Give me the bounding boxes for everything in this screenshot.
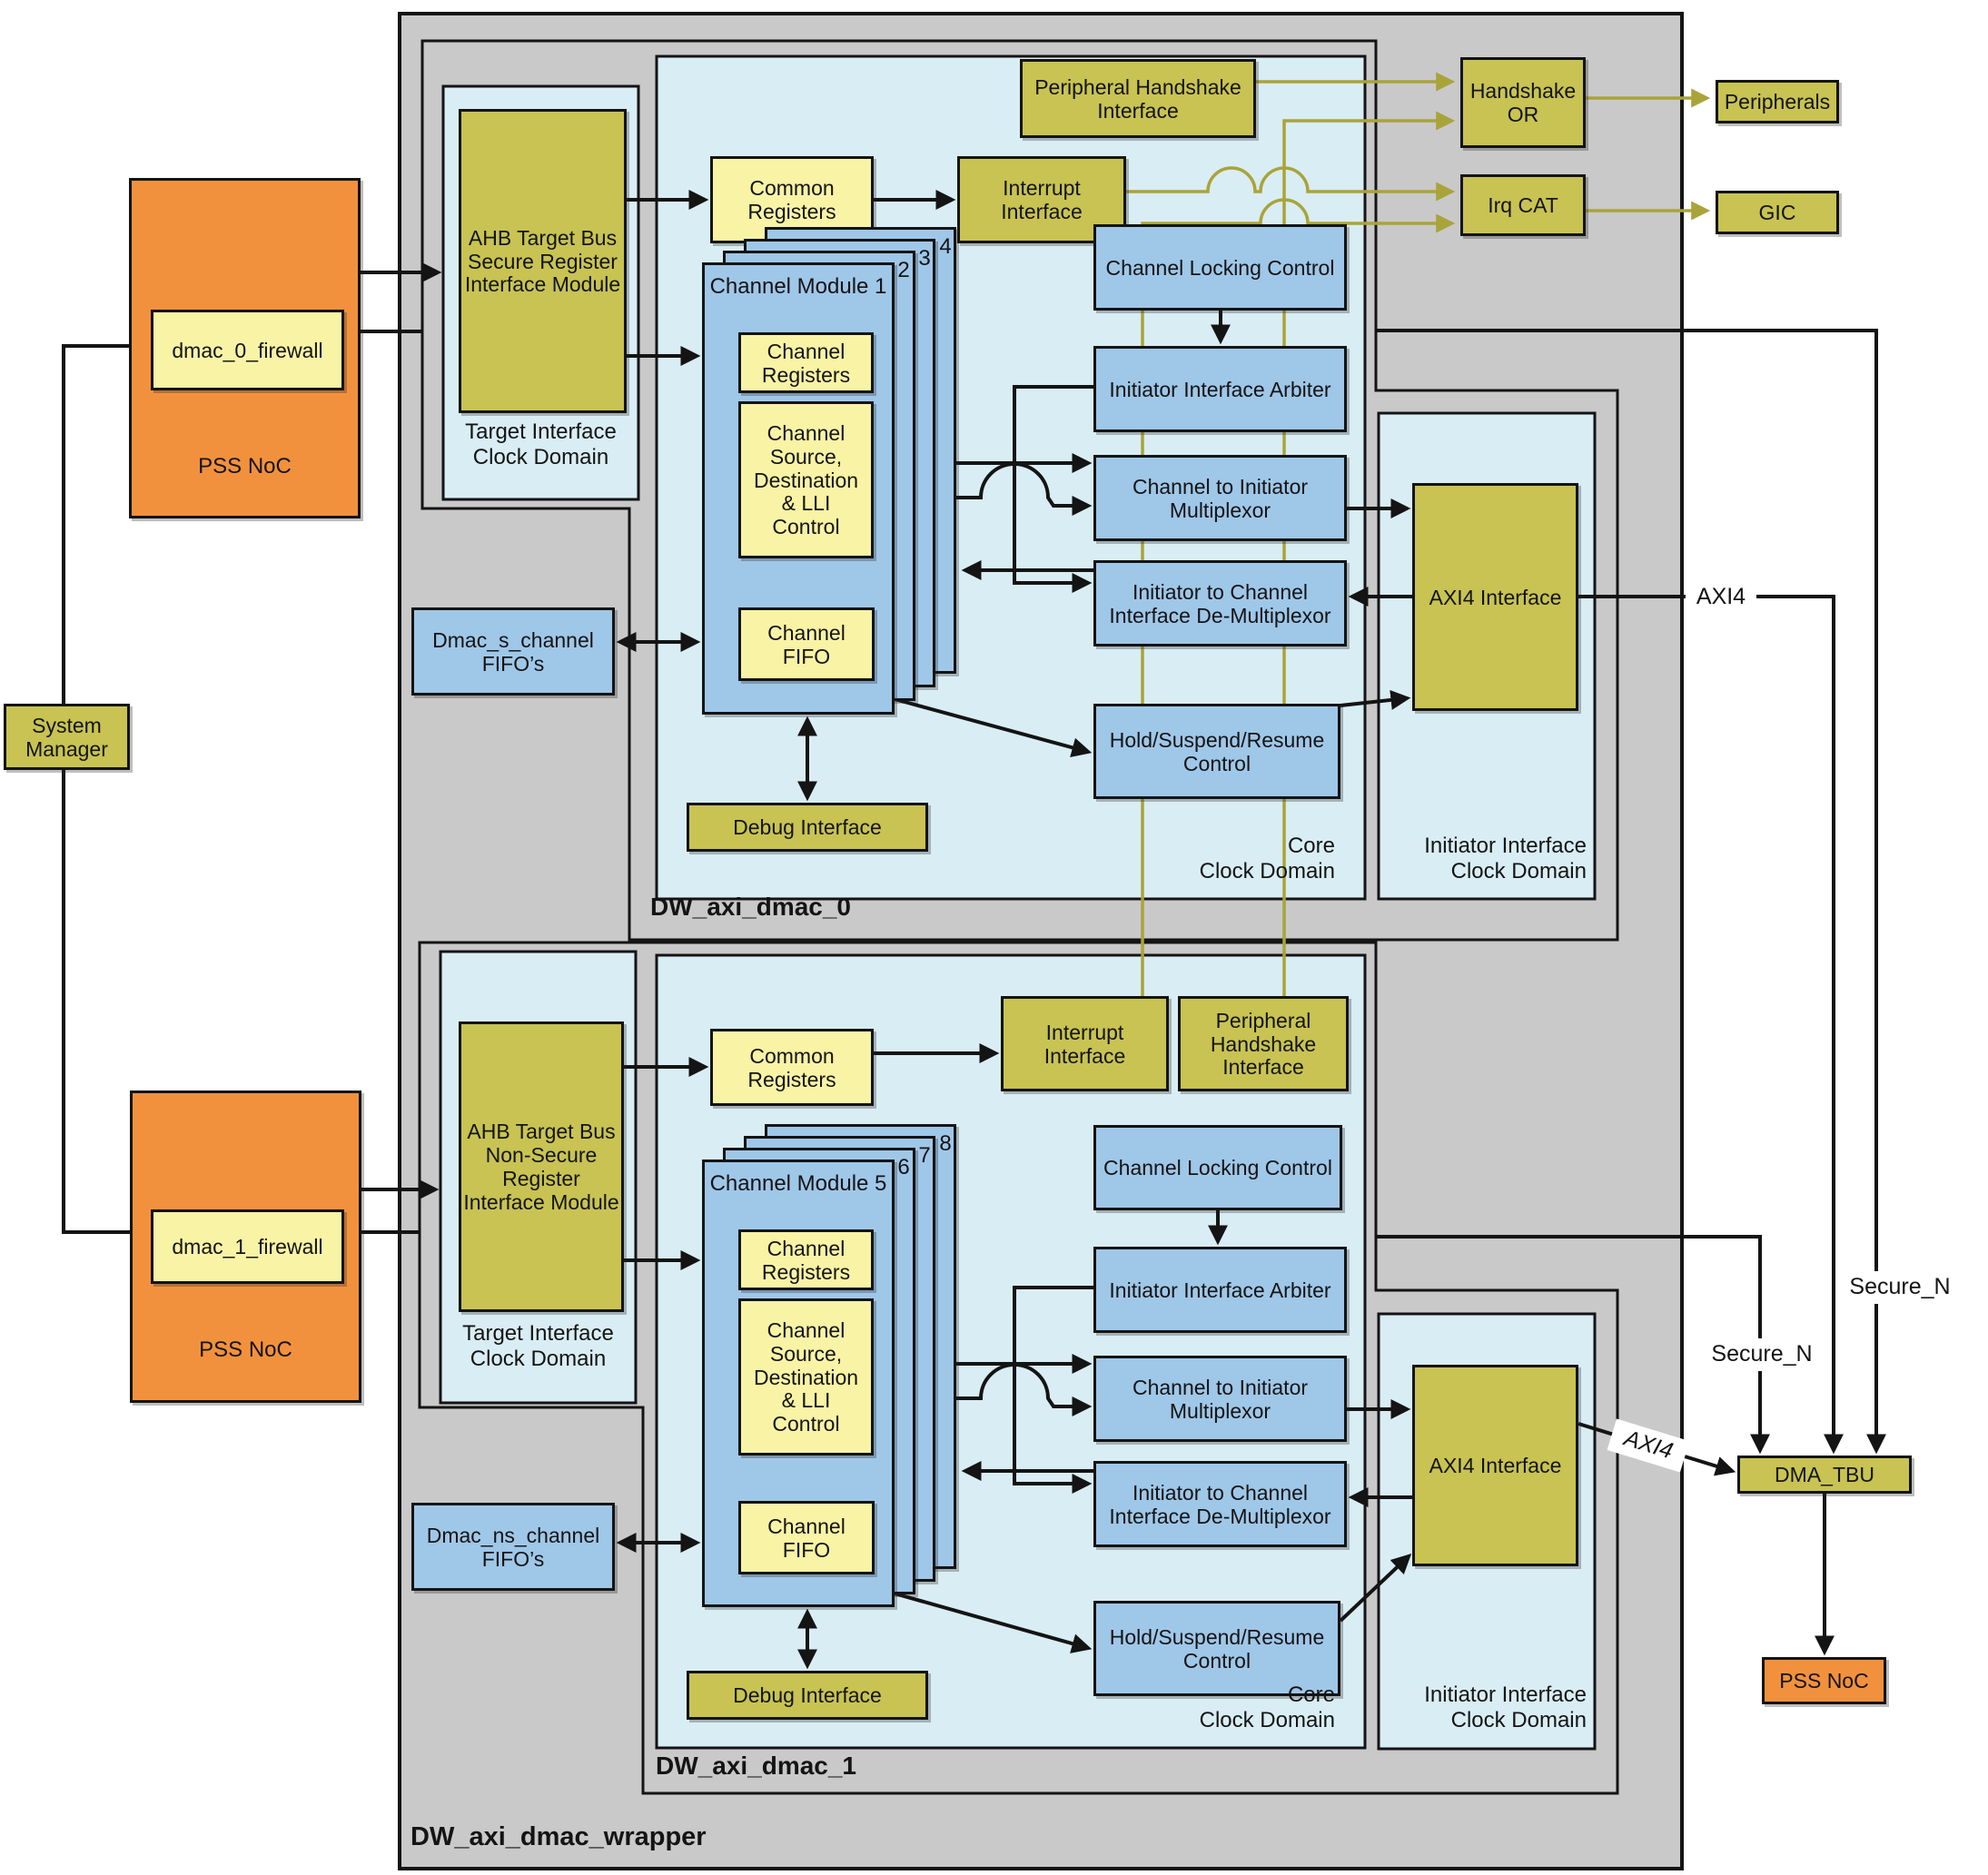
edge-stack0-to-hold0 <box>894 697 1093 757</box>
edge-secure-n-dmac1 <box>1376 1235 1770 1455</box>
edge-stack1-to-hold1 <box>894 1592 1093 1653</box>
edge-firewall-bus-system-manager <box>62 344 130 1234</box>
core-clock-domain-1 <box>655 953 1367 1750</box>
edge-arbiter1-to-demux1 <box>1013 1286 1093 1494</box>
edge-hold1-to-axi1 <box>1339 1553 1412 1623</box>
initiator-clock-domain-1 <box>1377 1312 1597 1751</box>
edge-secure-n-dmac0 <box>1376 329 1886 1455</box>
initiator-clock-domain-0 <box>1377 411 1597 901</box>
edge-stack0-to-mux0-b <box>956 462 1093 516</box>
edge-axi0-to-dma-tbu <box>1578 595 1844 1455</box>
edge-hold0-to-axi0 <box>1340 689 1411 710</box>
edge-arbiter0-to-demux0 <box>1013 385 1093 593</box>
core-clock-domain-0 <box>655 54 1367 901</box>
edge-interrupt1-to-irq-cat <box>1141 198 1456 996</box>
edge-interrupt0-to-irq-cat <box>1126 166 1456 202</box>
target-clock-domain-1 <box>439 950 638 1405</box>
edge-stack1-to-mux1-b <box>956 1363 1093 1416</box>
target-clock-domain-0 <box>441 84 640 501</box>
